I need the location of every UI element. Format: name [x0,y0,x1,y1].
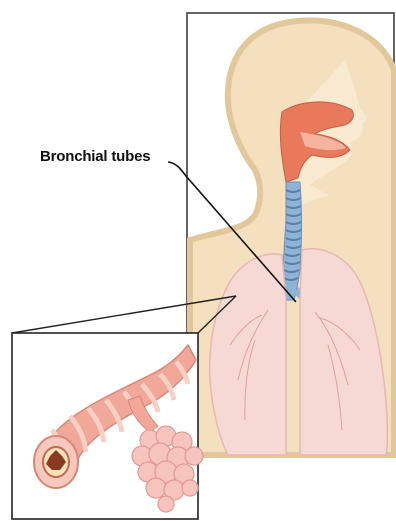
bronchial-tubes-label: Bronchial tubes [40,148,150,165]
